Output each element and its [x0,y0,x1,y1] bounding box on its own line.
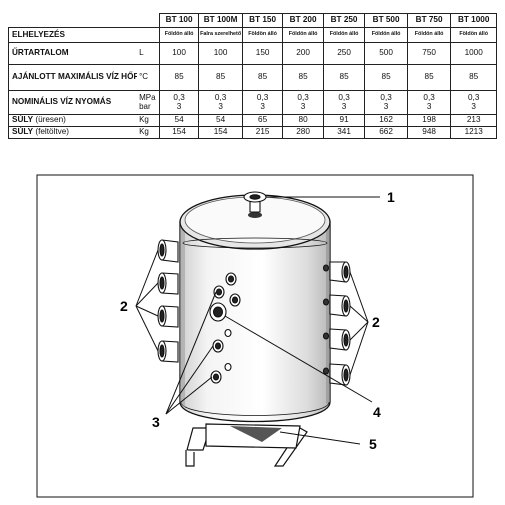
table-cell: 1213 [450,126,497,139]
callout-2-left: 2 [120,298,128,314]
value-mpa: 0,3 [297,92,309,102]
value-bar: 3 [260,101,265,111]
value-mpa: 0,3 [256,92,269,102]
table-cell: 662 [364,126,408,139]
value-bar: 3 [383,101,389,111]
tank-body [179,221,331,423]
callout-2-right: 2 [372,314,380,330]
callout-1: 1 [387,189,395,205]
top-connection [243,191,267,213]
weight-full-row: SÚLY (feltöltve) Kg 154 154 215 280 341 … [8,126,497,139]
value-bar: 3 [176,101,182,111]
callout-3: 3 [152,414,160,430]
row-label-note: (feltöltve) [33,127,70,137]
value-bar: 3 [471,101,476,111]
table-cell: 154 [158,126,200,139]
callout-4: 4 [373,404,381,420]
value-bar: 3 [218,101,223,111]
callout-5: 5 [369,436,377,452]
capacity-row: ŰRTARTALOM L 100 100 150 200 250 500 750… [8,42,497,65]
row-label-bold: SÚLY [12,127,34,137]
installation-row: ELHELYEZÉS Földön álló Falra szerelhető … [8,27,497,43]
model-header-row: BT 100 BT 100M BT 150 BT 200 BT 250 BT 5… [8,13,497,28]
tank-stand [185,423,308,467]
value-mpa: 0,3 [173,92,185,102]
value-mpa: 0,3 [467,92,480,102]
leader-lines [135,196,380,445]
left-connections [157,239,179,363]
table-cell: 85 [322,64,366,91]
max-temp-row: AJÁNLOTT MAXIMÁLIS VÍZ HŐFOK °C 85 85 85… [8,64,497,91]
value-mpa: 0,3 [380,92,392,102]
specifications-table: BT 100 BT 100M BT 150 BT 200 BT 250 BT 5… [8,13,497,139]
value-bar: 3 [341,101,347,111]
table-cell: 85 [450,64,497,91]
value-mpa: 0,3 [338,92,350,102]
value-mpa: 0,3 [423,92,435,102]
row-label-bold: SÚLY [12,115,34,125]
table-cell: 280 [282,126,324,139]
unit-bar: bar [139,101,151,111]
callout-labels: 1 2 2 3 4 5 [120,189,395,452]
unit-mpa: MPa [139,93,156,103]
table-cell: 85 [158,64,200,91]
table-cell: 85 [406,64,452,91]
value-mpa: 0,3 [214,92,227,102]
value-bar: 3 [300,101,306,111]
row-label: NOMINÁLIS VÍZ NYOMÁS [8,90,138,115]
row-label: SÚLY (feltöltve) [8,126,138,139]
front-fittings [209,272,241,384]
table-cell: 154 [198,126,243,139]
value-bar: 3 [426,101,432,111]
row-label-note: (üresen) [33,115,66,125]
diagram-frame [36,174,474,498]
tank-top [179,194,331,250]
table-cell: 341 [322,126,366,139]
right-connections [322,261,351,386]
